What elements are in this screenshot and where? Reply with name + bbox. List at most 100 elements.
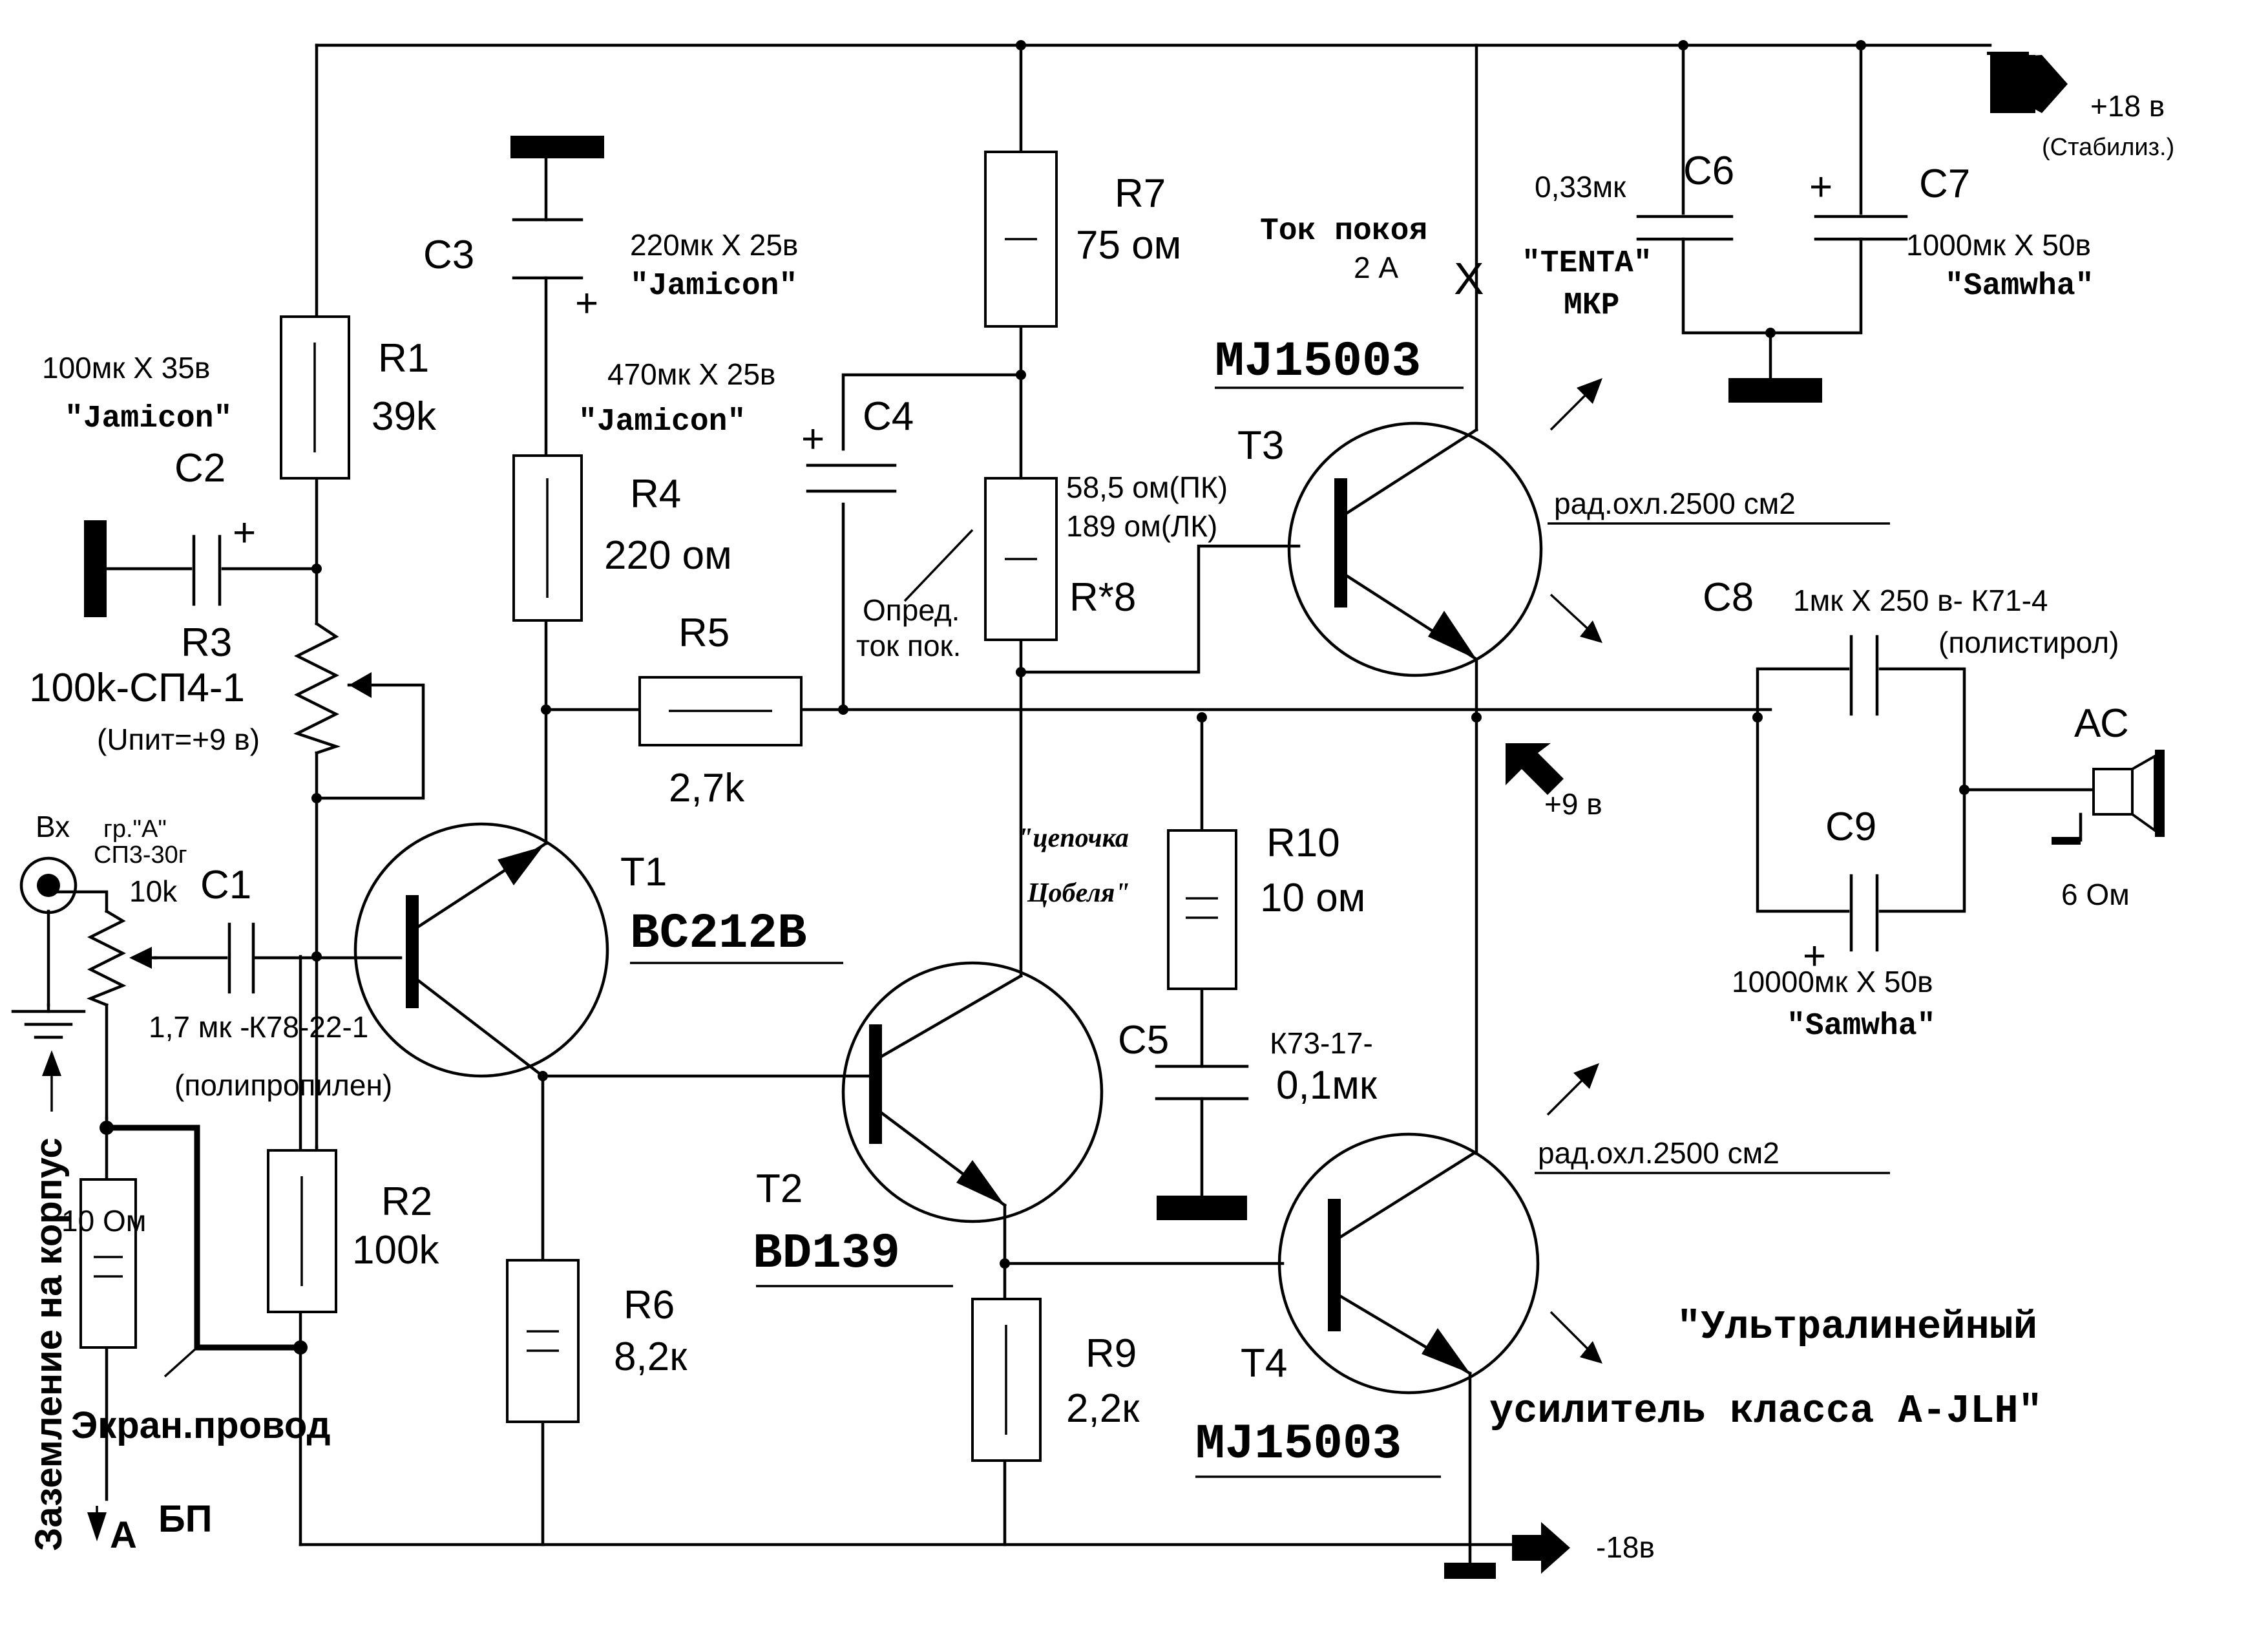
capacitor-c1 <box>227 922 255 994</box>
plus-c3: + <box>575 281 598 326</box>
capacitor-c6 <box>1636 215 1734 241</box>
title-line-2: усилитель класса A-JLH" <box>1489 1388 2042 1434</box>
ground-input-symbol <box>11 1003 86 1039</box>
t3-label: T3 <box>1237 423 1284 468</box>
title-line-1: "Ультралинейный <box>1677 1304 2037 1350</box>
junctions <box>100 40 1969 1355</box>
input-pot-3: 10k <box>129 874 178 908</box>
c5-value: 0,1мк <box>1276 1063 1378 1108</box>
c1-value: 1,7 мк - <box>149 1010 250 1044</box>
r3-label: R3 <box>181 620 232 665</box>
c1-note: (полипропилен) <box>174 1068 392 1102</box>
ground-label: Заземление на корпус <box>28 1137 70 1551</box>
r5-value: 2,7k <box>669 766 745 810</box>
r1-value: 39k <box>372 394 437 439</box>
r2-label: R2 <box>381 1179 432 1224</box>
capacitor-c3 <box>512 218 583 280</box>
c4-brand: "Jamicon" <box>578 405 746 439</box>
c2-brand: "Jamicon" <box>65 401 232 436</box>
potentiometer-input <box>86 909 157 1007</box>
r8-note-2: ток пок. <box>856 629 961 662</box>
c6-type: МКР <box>1564 288 1619 323</box>
resistor-r9 <box>971 1298 1042 1462</box>
heat-arrows <box>1546 378 1602 1364</box>
shield-label: Экран.провод <box>71 1404 330 1446</box>
r8-value-1: 58,5 ом(ПК) <box>1066 470 1228 504</box>
capacitor-c9 <box>1849 874 1879 952</box>
c9-label: C9 <box>1825 805 1876 849</box>
t4-model: MJ15003 <box>1195 1417 1402 1472</box>
ground-speaker-symbol <box>2052 812 2083 845</box>
c2-label: C2 <box>174 446 226 491</box>
ground-resistor-label: 10 Ом <box>61 1204 146 1238</box>
resistor-r6 <box>506 1259 580 1423</box>
r10-value: 10 ом <box>1260 876 1365 920</box>
plus-c2: + <box>233 511 256 555</box>
capacitor-c8 <box>1849 635 1879 716</box>
c4-value: 470мк Х 25в <box>607 357 775 391</box>
c3-value: 220мк Х 25в <box>630 228 798 262</box>
t2-model: BD139 <box>753 1226 900 1282</box>
c9-value: 10000мк Х 50в <box>1732 965 1933 998</box>
transistor-t1 <box>353 822 609 1079</box>
plus-c7: + <box>1809 165 1832 209</box>
c8-label: C8 <box>1703 575 1754 620</box>
c7-label: C7 <box>1919 162 1970 206</box>
heatsink-bottom: рад.охл.2500 см2 <box>1538 1136 1780 1170</box>
r9-label: R9 <box>1086 1331 1137 1376</box>
resistor-r4 <box>512 454 583 622</box>
c4-label: C4 <box>863 394 914 439</box>
resistor-ground-10ohm <box>79 1178 137 1349</box>
resistor-r5 <box>638 676 803 746</box>
t2-label: T2 <box>756 1167 803 1211</box>
supply-pos-note: (Стабилиз.) <box>2042 134 2174 161</box>
t1-model: BC212B <box>630 906 807 962</box>
c8-note: (полистирол) <box>1938 626 2119 659</box>
r6-label: R6 <box>624 1283 675 1327</box>
c3-label: C3 <box>423 233 474 277</box>
text-labels: +18 в (Стабилиз.) -18в +9 в R1 39k R2 10… <box>28 89 2174 1564</box>
underlines <box>630 386 1890 1478</box>
r6-value: 8,2к <box>614 1335 688 1379</box>
input-pot-1: гр."А" <box>103 816 167 843</box>
resistor-r2 <box>267 1149 337 1313</box>
arrow-mid-voltage <box>1506 743 1564 795</box>
c1-type: К78-22-1 <box>249 1010 368 1044</box>
r9-value: 2,2к <box>1066 1386 1140 1431</box>
ground-arrow <box>42 1050 107 1541</box>
r4-value: 220 ом <box>604 533 732 578</box>
input-label: Вх <box>36 810 70 843</box>
t3-model: MJ15003 <box>1215 334 1421 390</box>
ground-bars <box>84 136 1822 1579</box>
resistor-r7 <box>984 151 1058 328</box>
c7-value: 1000мк Х 50в <box>1906 228 2091 262</box>
c1-label: C1 <box>200 863 251 907</box>
supply-neg-label: -18в <box>1596 1530 1655 1564</box>
r1-label: R1 <box>378 336 429 381</box>
psu-a-label: А <box>110 1514 137 1556</box>
speaker-icon <box>2092 750 2165 837</box>
r5-label: R5 <box>678 611 730 655</box>
c6-label: C6 <box>1683 149 1734 193</box>
c6-value: 0,33мк <box>1535 170 1626 204</box>
speaker-value: 6 Ом <box>2061 878 2130 911</box>
supply-pos-label: +18 в <box>2090 89 2165 123</box>
r3-note: (Uпит=+9 в) <box>97 723 260 756</box>
capacitor-c7 <box>1814 215 1908 241</box>
c6-brand: "TENTA" <box>1522 246 1652 281</box>
c7-brand: "Samwha" <box>1945 269 2094 304</box>
plus-c9: + <box>1803 934 1826 978</box>
potentiometer-r3 <box>293 621 372 755</box>
r7-label: R7 <box>1115 171 1166 216</box>
input-jack <box>19 856 78 914</box>
capacitor-c4 <box>806 463 897 493</box>
c5-label: C5 <box>1118 1018 1169 1062</box>
c5-type: К73-17- <box>1270 1026 1373 1060</box>
c2-value: 100мк Х 35в <box>42 351 210 385</box>
t4-label: T4 <box>1241 1341 1287 1386</box>
t1-label: T1 <box>620 850 667 894</box>
arrow-neg-supply <box>1512 1522 1570 1574</box>
r3-value: 100k-СП4-1 <box>29 666 245 710</box>
heatsink-top: рад.охл.2500 см2 <box>1554 487 1796 520</box>
